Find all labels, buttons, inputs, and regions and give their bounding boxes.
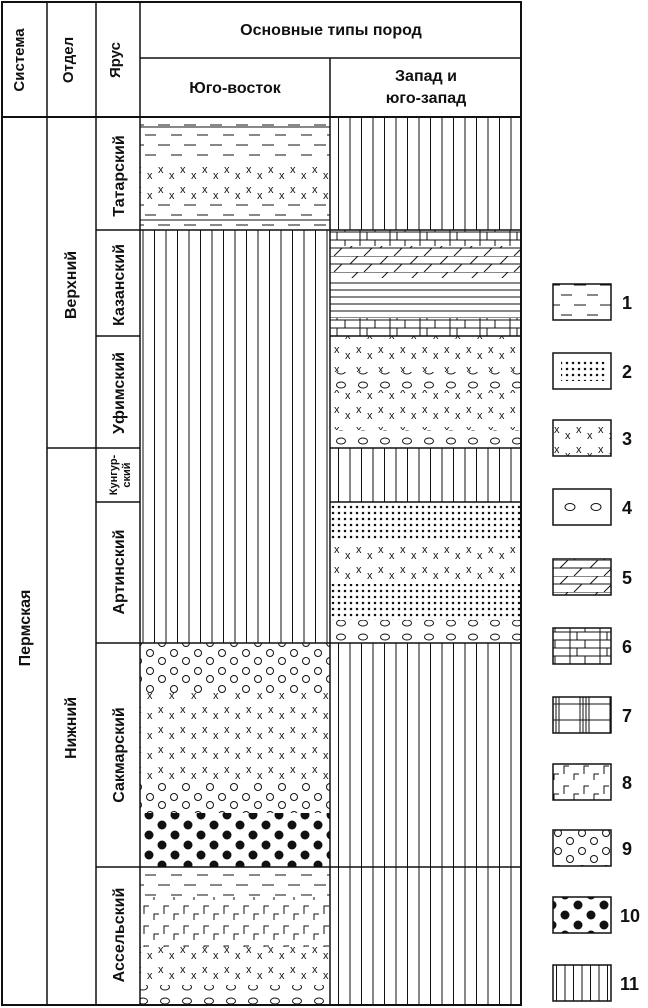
stage-label-artin: Артинский	[111, 529, 128, 614]
legend-number: 8	[622, 773, 632, 793]
stage-label-kungur-line1: Кунгур-	[108, 454, 120, 495]
legend-number: 5	[622, 568, 632, 588]
column-southeast	[140, 117, 330, 1005]
column-west	[330, 117, 521, 1005]
table-header: Система Отдел Ярус Основные типы пород Ю…	[11, 22, 466, 107]
legend-number: 9	[622, 839, 632, 859]
legend-swatch-filled-circles	[552, 896, 612, 934]
w-artin-dots1	[330, 502, 521, 540]
w-artin-oval	[330, 620, 521, 643]
se-assel-gamma	[140, 897, 330, 947]
legend-swatch-ovals	[552, 488, 612, 526]
legend-item-10: 10	[552, 896, 640, 934]
legend-number: 1	[622, 293, 632, 313]
legend-item-5: 5	[552, 558, 632, 596]
department-lower-label: Нижний	[63, 697, 80, 759]
stage-label-assel: Ассельский	[111, 888, 128, 983]
legend-item-8: 8	[552, 763, 632, 801]
stage-label-kazan: Казанский	[111, 244, 128, 326]
legend-number: 2	[622, 362, 632, 382]
legend-item-1: 1	[552, 283, 632, 321]
legend-item-7: 7	[552, 696, 632, 734]
legend-swatch-limestone	[552, 627, 612, 665]
stage-label-tatar: Татарский	[111, 135, 128, 216]
department-upper-label: Верхний	[63, 251, 80, 319]
legend-item-2: 2	[552, 352, 632, 390]
legend-item-4: 4	[552, 488, 632, 526]
legend-swatch-dash	[552, 283, 612, 321]
legend-item-3: 3	[552, 419, 632, 457]
legend-item-11: 11	[552, 964, 639, 1002]
se-sakmar-circles	[140, 643, 330, 693]
header-col-southeast: Юго-восток	[189, 80, 282, 97]
header-main-title: Основные типы пород	[240, 22, 422, 39]
se-tatar-x-pattern	[140, 160, 330, 200]
legend-number: 4	[622, 498, 632, 518]
legend-swatch-circles	[552, 829, 612, 867]
legend-item-9: 9	[552, 829, 632, 867]
header-system: Система	[11, 28, 28, 92]
se-sakmar-x	[140, 693, 330, 783]
system-label: Пермская	[17, 590, 34, 667]
legend-swatch-dolomite	[552, 558, 612, 596]
legend-swatch-dots	[561, 359, 605, 381]
header-col-west-line2: юго-запад	[386, 90, 467, 107]
legend-item-6: 6	[552, 627, 632, 665]
w-kungur-vertical	[330, 448, 521, 502]
header-col-west-line1: Запад и	[395, 68, 457, 85]
w-kazan-lime-bottom	[330, 318, 521, 336]
w-kazan-dash	[330, 278, 521, 318]
legend-swatch-x	[552, 419, 612, 457]
se-sakmar-filled	[140, 813, 330, 867]
w-lower-vertical	[330, 643, 521, 1005]
se-sakmar-circles2	[140, 783, 330, 813]
legend: 1 2 3 4 5 6 7 8	[552, 283, 640, 1002]
legend-swatch-vertical	[552, 964, 612, 1002]
table-grid	[1, 1, 522, 1006]
legend-number: 7	[622, 706, 632, 726]
w-artin-dots2	[330, 584, 521, 620]
legend-oval-b	[590, 503, 602, 511]
legend-oval-a	[564, 503, 576, 511]
legend-number: 6	[622, 637, 632, 657]
w-ufim-oval1	[330, 372, 521, 390]
stage-label-kungur-line2: ский	[121, 462, 133, 487]
legend-swatch-gamma	[552, 763, 612, 801]
se-assel-oval	[140, 985, 330, 1005]
legend-swatch-limestone-dense	[552, 696, 612, 734]
stage-label-sakmar: Сакмарский	[111, 707, 128, 803]
header-department: Отдел	[60, 37, 77, 83]
se-assel-dash	[140, 867, 330, 897]
header-stage: Ярус	[107, 42, 124, 78]
label-columns: Пермская Верхний Нижний Татарский Казанс…	[17, 135, 133, 982]
legend-number: 10	[620, 906, 640, 926]
w-tatar-vertical	[330, 117, 521, 230]
table-border	[1, 1, 522, 1006]
w-ufim-oval2	[330, 430, 521, 448]
se-assel-x	[140, 947, 330, 985]
w-ufim-x1	[330, 336, 521, 372]
legend-number: 3	[622, 429, 632, 449]
w-artin-x	[330, 540, 521, 584]
legend-number: 11	[620, 974, 639, 994]
stage-label-ufim: Уфимский	[111, 352, 128, 434]
w-kazan-dolomite	[330, 246, 521, 278]
w-kazan-lime-top	[330, 230, 521, 246]
se-upper-vertical	[140, 230, 330, 643]
w-ufim-x2	[330, 390, 521, 430]
